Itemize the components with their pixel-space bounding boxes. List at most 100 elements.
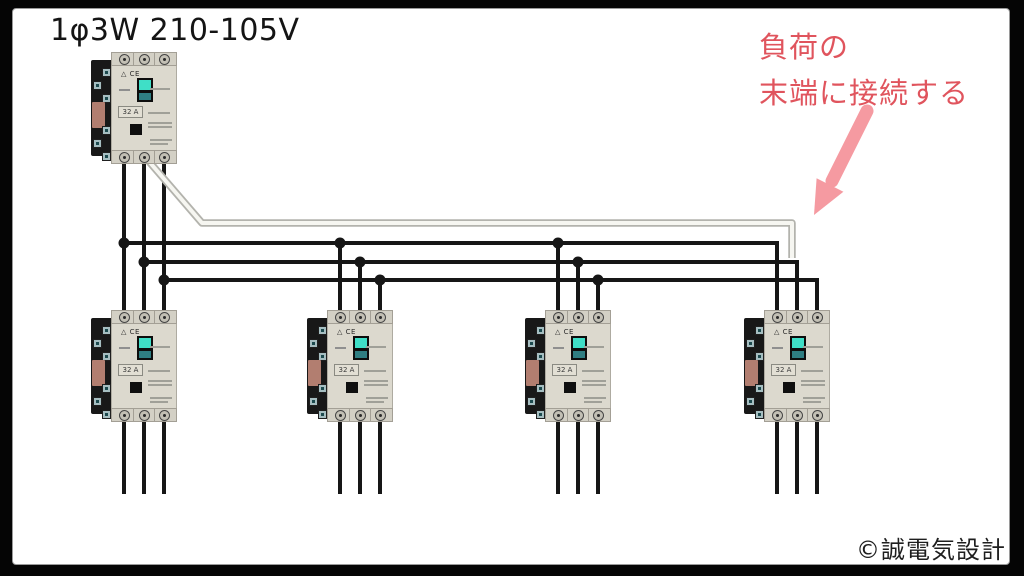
page-title: 1φ3W 210-105V bbox=[50, 13, 300, 48]
top-terminal-strip bbox=[327, 310, 393, 324]
module-screw-icon bbox=[536, 326, 545, 335]
module-screw-icon bbox=[102, 410, 111, 419]
terminal-screw-icon bbox=[553, 410, 564, 421]
terminal-screw-icon bbox=[593, 312, 604, 323]
rating-fineprint bbox=[335, 347, 346, 349]
module-screw-icon bbox=[746, 339, 755, 348]
ce-mark-label: △ CE bbox=[774, 328, 793, 336]
breaker-switch-handle bbox=[571, 336, 587, 360]
module-screw-icon bbox=[102, 94, 111, 103]
top-terminal-strip bbox=[545, 310, 611, 324]
main-feed-wires bbox=[122, 156, 166, 320]
module-screw-icon bbox=[318, 326, 327, 335]
test-button bbox=[564, 382, 576, 393]
junction-dot bbox=[592, 274, 604, 286]
module-screw-icon bbox=[755, 352, 764, 361]
test-button bbox=[346, 382, 358, 393]
side-terminal-module bbox=[91, 60, 114, 161]
copper-bar bbox=[92, 360, 105, 386]
breaker-body: △ CE 32 A bbox=[764, 310, 830, 422]
terminal-screw-icon bbox=[812, 312, 823, 323]
breaker-switch-handle bbox=[137, 78, 153, 102]
terminal-screw-icon bbox=[573, 410, 584, 421]
junction-dot bbox=[572, 256, 584, 268]
ce-mark-label: △ CE bbox=[121, 328, 140, 336]
terminal-screw-icon bbox=[119, 312, 130, 323]
breaker-switch-handle bbox=[353, 336, 369, 360]
module-screw-icon bbox=[536, 352, 545, 361]
junction-dot bbox=[158, 274, 170, 286]
bus-wire-middle bbox=[144, 260, 799, 320]
junction-dots bbox=[118, 237, 604, 286]
amp-rating-label: 32 A bbox=[118, 106, 143, 118]
terminal-screw-icon bbox=[119, 54, 130, 65]
module-screw-icon bbox=[755, 326, 764, 335]
terminal-screw-icon bbox=[139, 152, 150, 163]
arrow-shaft bbox=[825, 104, 874, 188]
terminal-screw-icon bbox=[375, 410, 386, 421]
module-screw-icon bbox=[102, 126, 111, 135]
bottom-terminal-strip bbox=[764, 408, 830, 422]
rating-fineprint bbox=[553, 347, 564, 349]
terminal-screw-icon bbox=[159, 312, 170, 323]
amp-rating-label: 32 A bbox=[118, 364, 143, 376]
watermark: ©誠電気設計 bbox=[856, 536, 1006, 564]
neutral-wire-core bbox=[144, 156, 794, 258]
bottom-terminal-strip bbox=[111, 408, 177, 422]
junction-dot bbox=[552, 237, 564, 249]
module-screw-icon bbox=[102, 152, 111, 161]
amp-rating-label: 32 A bbox=[771, 364, 796, 376]
terminal-screw-icon bbox=[335, 410, 346, 421]
terminal-screw-icon bbox=[335, 312, 346, 323]
module-screw-icon bbox=[536, 384, 545, 393]
module-screw-icon bbox=[93, 397, 102, 406]
diagram-canvas bbox=[12, 8, 1010, 565]
copper-bar bbox=[308, 360, 321, 386]
annotation-arrow bbox=[814, 104, 874, 215]
terminal-screw-icon bbox=[375, 312, 386, 323]
rating-fineprint bbox=[119, 347, 130, 349]
copper-bar bbox=[526, 360, 539, 386]
annotation-line-1: 負荷の bbox=[759, 30, 850, 64]
bottom-terminal-strip bbox=[111, 150, 177, 164]
terminal-screw-icon bbox=[159, 152, 170, 163]
breaker-body: △ CE 32 A bbox=[327, 310, 393, 422]
breaker-body: △ CE 32 A bbox=[111, 310, 177, 422]
junction-dot bbox=[334, 237, 346, 249]
amp-rating-label: 32 A bbox=[552, 364, 577, 376]
module-screw-icon bbox=[527, 397, 536, 406]
side-terminal-module bbox=[91, 318, 114, 419]
module-screw-icon bbox=[309, 339, 318, 348]
top-terminal-strip bbox=[764, 310, 830, 324]
terminal-screw-icon bbox=[119, 410, 130, 421]
module-screw-icon bbox=[746, 397, 755, 406]
branch-breaker-3: △ CE 32 A bbox=[525, 310, 611, 422]
junction-dot bbox=[354, 256, 366, 268]
branch-breaker-4: △ CE 32 A bbox=[744, 310, 830, 422]
terminal-screw-icon bbox=[159, 54, 170, 65]
module-screw-icon bbox=[755, 384, 764, 393]
breaker-switch-handle bbox=[790, 336, 806, 360]
module-screw-icon bbox=[536, 410, 545, 419]
side-terminal-module bbox=[307, 318, 330, 419]
terminal-screw-icon bbox=[772, 410, 783, 421]
module-screw-icon bbox=[102, 68, 111, 77]
load-wires bbox=[122, 414, 819, 494]
terminal-screw-icon bbox=[553, 312, 564, 323]
module-screw-icon bbox=[93, 81, 102, 90]
terminal-screw-icon bbox=[792, 410, 803, 421]
terminal-screw-icon bbox=[772, 312, 783, 323]
junction-dot bbox=[374, 274, 386, 286]
bottom-terminal-strip bbox=[545, 408, 611, 422]
terminal-screw-icon bbox=[355, 410, 366, 421]
annotation-line-2: 末端に接続する bbox=[759, 76, 970, 110]
terminal-screw-icon bbox=[139, 410, 150, 421]
bottom-terminal-strip bbox=[327, 408, 393, 422]
module-screw-icon bbox=[318, 352, 327, 361]
main-breaker: △ CE 32 A bbox=[91, 52, 177, 164]
terminal-screw-icon bbox=[792, 312, 803, 323]
terminal-screw-icon bbox=[355, 312, 366, 323]
module-screw-icon bbox=[318, 384, 327, 393]
